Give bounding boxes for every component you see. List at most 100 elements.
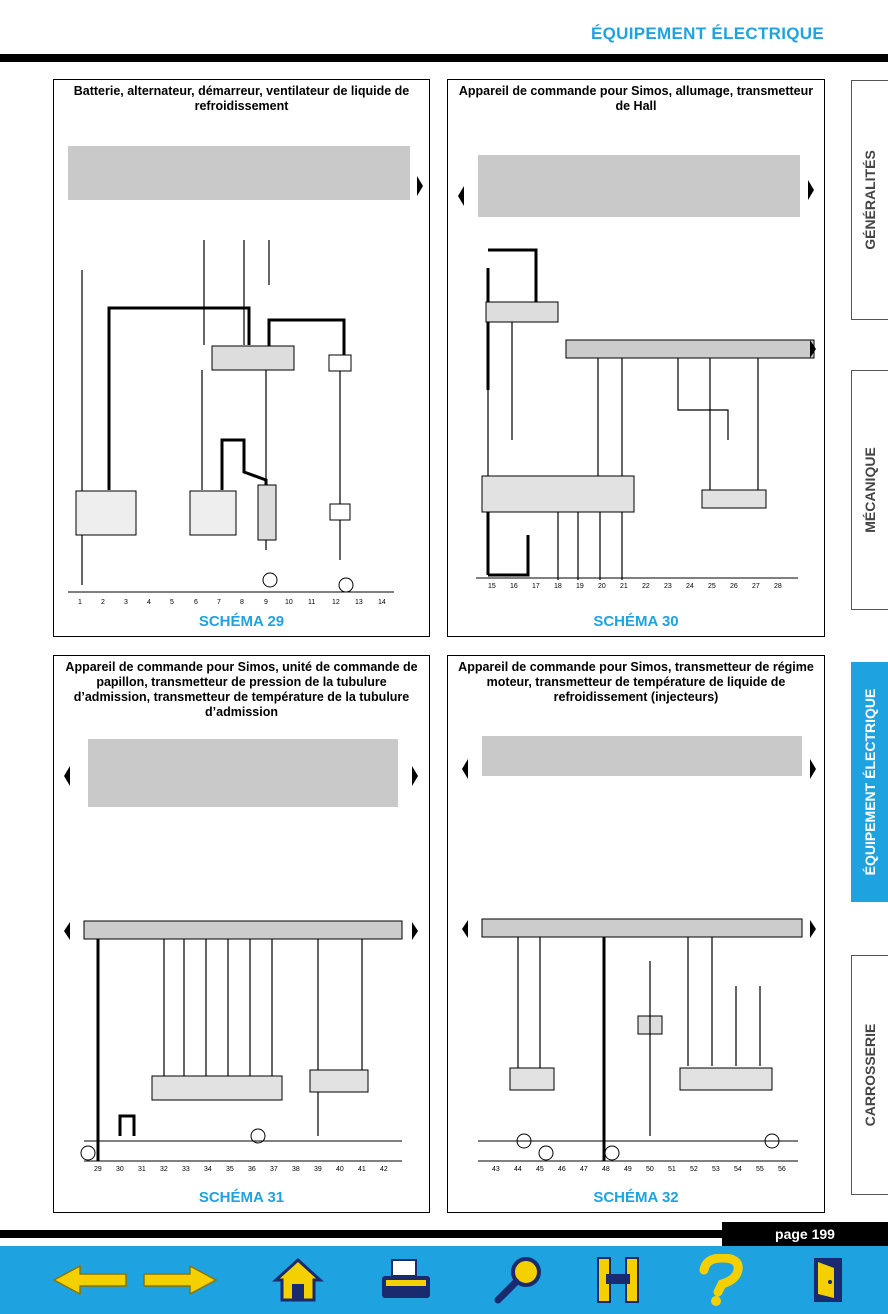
svg-text:9: 9 <box>264 599 268 606</box>
svg-text:19: 19 <box>576 583 584 590</box>
svg-text:24: 24 <box>686 583 694 590</box>
next-arrow-icon <box>810 759 816 779</box>
svg-text:51: 51 <box>668 1166 676 1173</box>
svg-text:56: 56 <box>778 1166 786 1173</box>
svg-text:4: 4 <box>147 599 151 606</box>
svg-text:43: 43 <box>492 1166 500 1173</box>
tab-equipement-electrique[interactable]: ÉQUIPEMENT ÉLECTRIQUE <box>851 662 888 902</box>
header-rule <box>0 54 888 62</box>
svg-text:10: 10 <box>285 599 293 606</box>
relay-strip <box>482 736 802 776</box>
svg-text:47: 47 <box>580 1166 588 1173</box>
svg-text:39: 39 <box>314 1166 322 1173</box>
svg-text:14: 14 <box>378 599 386 606</box>
relay-strip <box>68 146 410 200</box>
svg-text:7: 7 <box>217 599 221 606</box>
svg-text:33: 33 <box>182 1166 190 1173</box>
svg-text:13: 13 <box>355 599 363 606</box>
schema-panel-30: Appareil de commande pour Simos, allumag… <box>447 79 825 637</box>
svg-text:49: 49 <box>624 1166 632 1173</box>
schema-panel-29: Batterie, alternateur, démarreur, ventil… <box>53 79 430 637</box>
exit-icon[interactable] <box>808 1254 848 1306</box>
svg-text:53: 53 <box>712 1166 720 1173</box>
schema-panel-31: Appareil de commande pour Simos, unité d… <box>53 655 430 1213</box>
relay-strip <box>478 155 800 217</box>
prev-arrow-icon <box>64 766 70 786</box>
wiring-diagram-30: 15 16 17 18 19 20 21 22 23 24 25 26 27 28 <box>458 155 816 590</box>
svg-text:16: 16 <box>510 583 518 590</box>
tab-label: MÉCANIQUE <box>862 447 878 533</box>
svg-text:20: 20 <box>598 583 606 590</box>
svg-text:6: 6 <box>194 599 198 606</box>
svg-text:44: 44 <box>514 1166 522 1173</box>
tab-mecanique[interactable]: MÉCANIQUE <box>851 370 888 610</box>
prev-arrow-icon <box>462 759 468 779</box>
schema-panel-32: Appareil de commande pour Simos, transme… <box>447 655 825 1213</box>
svg-text:15: 15 <box>488 583 496 590</box>
tab-label: CARROSSERIE <box>862 1023 878 1127</box>
svg-text:54: 54 <box>734 1166 742 1173</box>
svg-text:30: 30 <box>116 1166 124 1173</box>
svg-text:25: 25 <box>708 583 716 590</box>
svg-text:28: 28 <box>774 583 782 590</box>
schema-label: SCHÉMA 30 <box>593 613 679 630</box>
svg-text:2: 2 <box>101 599 105 606</box>
svg-text:37: 37 <box>270 1166 278 1173</box>
svg-text:22: 22 <box>642 583 650 590</box>
help-icon[interactable] <box>690 1254 750 1306</box>
schema-label: SCHÉMA 32 <box>593 1189 679 1206</box>
svg-text:50: 50 <box>646 1166 654 1173</box>
svg-text:3: 3 <box>124 599 128 606</box>
tab-carrosserie[interactable]: CARROSSERIE <box>851 955 888 1195</box>
arrow-right-icon[interactable] <box>140 1254 220 1306</box>
svg-text:40: 40 <box>336 1166 344 1173</box>
svg-text:48: 48 <box>602 1166 610 1173</box>
svg-text:27: 27 <box>752 583 760 590</box>
svg-text:21: 21 <box>620 583 628 590</box>
svg-text:1: 1 <box>78 599 82 606</box>
svg-text:42: 42 <box>380 1166 388 1173</box>
index-icon[interactable] <box>592 1254 644 1306</box>
svg-text:38: 38 <box>292 1166 300 1173</box>
svg-text:12: 12 <box>332 599 340 606</box>
arrow-left-icon[interactable] <box>50 1254 130 1306</box>
svg-text:11: 11 <box>308 599 315 606</box>
print-icon[interactable] <box>378 1254 434 1306</box>
home-icon[interactable] <box>272 1254 324 1306</box>
svg-text:18: 18 <box>554 583 562 590</box>
svg-text:32: 32 <box>160 1166 168 1173</box>
panel-title: Batterie, alternateur, démarreur, ventil… <box>73 84 410 113</box>
next-arrow-icon <box>808 180 814 200</box>
navigation-bar <box>0 1246 888 1314</box>
next-arrow-icon <box>417 176 423 196</box>
svg-text:23: 23 <box>664 583 672 590</box>
svg-text:26: 26 <box>730 583 738 590</box>
footer-rule <box>0 1230 888 1238</box>
tab-label: GÉNÉRALITÉS <box>862 150 878 250</box>
svg-text:8: 8 <box>240 599 244 606</box>
section-title: ÉQUIPEMENT ÉLECTRIQUE <box>591 24 824 43</box>
schema-label: SCHÉMA 31 <box>198 1189 285 1206</box>
next-arrow-icon <box>412 766 418 786</box>
svg-text:5: 5 <box>170 599 174 606</box>
prev-arrow-icon <box>458 186 464 206</box>
svg-text:29: 29 <box>94 1166 102 1173</box>
tab-generalites[interactable]: GÉNÉRALITÉS <box>851 80 888 320</box>
panel-title: Appareil de commande pour Simos, unité d… <box>65 660 418 719</box>
page-header: ÉQUIPEMENT ÉLECTRIQUE <box>0 0 888 50</box>
svg-text:34: 34 <box>204 1166 212 1173</box>
tab-label: ÉQUIPEMENT ÉLECTRIQUE <box>862 688 878 876</box>
relay-strip <box>88 739 398 807</box>
svg-text:45: 45 <box>536 1166 544 1173</box>
schema-label: SCHÉMA 29 <box>198 613 285 630</box>
search-icon[interactable] <box>492 1254 548 1306</box>
svg-text:36: 36 <box>248 1166 256 1173</box>
page-number: page 199 <box>722 1222 888 1246</box>
svg-text:46: 46 <box>558 1166 566 1173</box>
svg-text:55: 55 <box>756 1166 764 1173</box>
panel-title: Appareil de commande pour Simos, transme… <box>458 660 814 704</box>
svg-text:17: 17 <box>532 583 540 590</box>
